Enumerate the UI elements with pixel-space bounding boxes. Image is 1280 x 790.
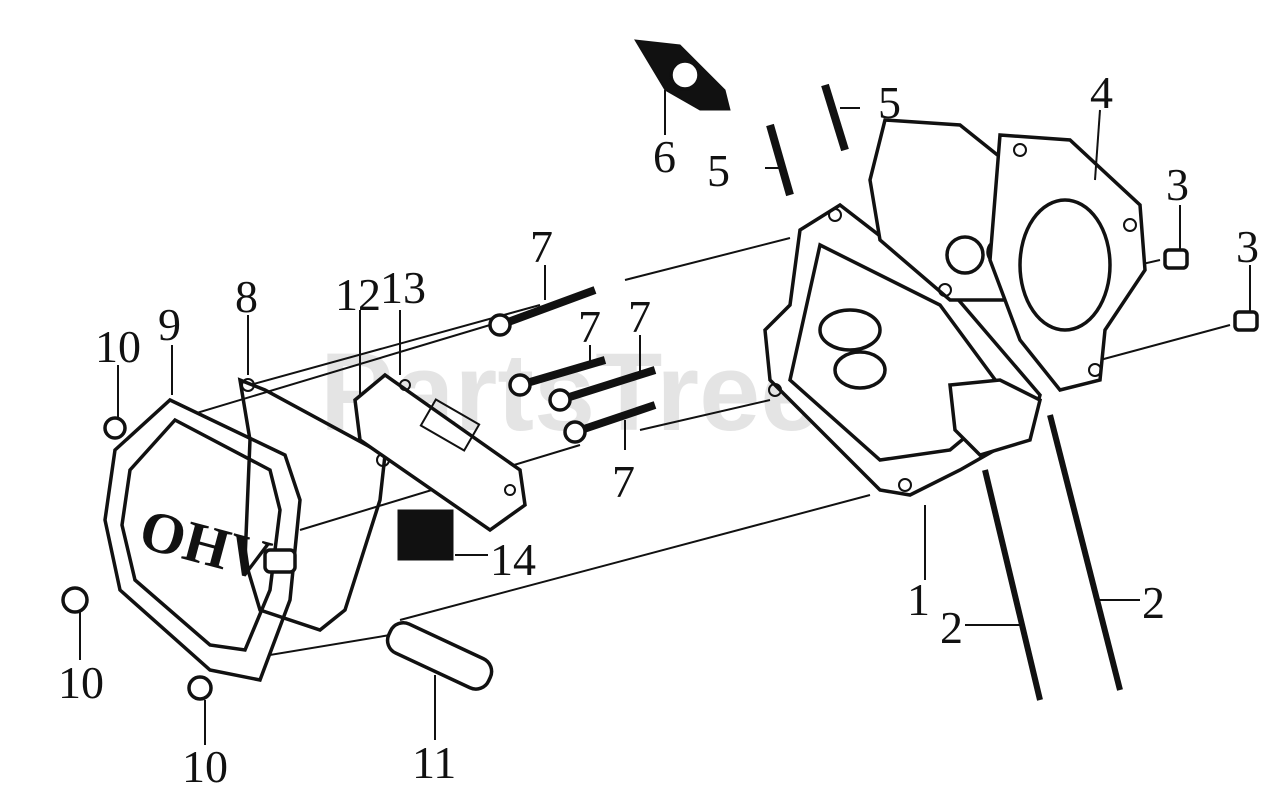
head-gasket xyxy=(988,133,1147,392)
dowel-pins xyxy=(1163,248,1259,332)
callout-7a: 7 xyxy=(530,221,553,272)
callout-7c: 7 xyxy=(628,291,651,342)
rocker-plate xyxy=(353,372,527,533)
callout-6: 6 xyxy=(653,131,676,182)
callout-10a: 10 xyxy=(95,321,141,372)
valve-cover: OHV xyxy=(103,397,302,683)
callout-9: 9 xyxy=(158,299,181,350)
callout-5b: 5 xyxy=(878,77,901,128)
callout-8: 8 xyxy=(235,271,258,322)
filter-element xyxy=(397,509,454,561)
callout-4: 4 xyxy=(1090,67,1113,118)
callout-2a: 2 xyxy=(940,602,963,653)
leader-lines xyxy=(79,90,1251,745)
callout-5a: 5 xyxy=(707,145,730,196)
callout-12: 12 xyxy=(335,269,381,320)
callout-13: 13 xyxy=(380,262,426,313)
callout-7b: 7 xyxy=(578,301,601,352)
callout-1: 1 xyxy=(907,574,930,625)
callout-10b: 10 xyxy=(58,657,104,708)
callout-3b: 3 xyxy=(1236,221,1259,272)
pin xyxy=(385,621,494,691)
callout-7d: 7 xyxy=(612,456,635,507)
push-rods xyxy=(982,414,1123,701)
studs xyxy=(766,83,849,197)
callout-labels: 1 2 2 3 3 4 5 5 6 7 7 7 7 8 9 10 10 10 1… xyxy=(58,67,1259,790)
callout-11: 11 xyxy=(412,737,456,788)
breather xyxy=(634,39,731,111)
cover-screws xyxy=(61,416,213,701)
callout-3a: 3 xyxy=(1166,159,1189,210)
callout-14: 14 xyxy=(490,534,536,585)
callout-10c: 10 xyxy=(182,741,228,790)
callout-2b: 2 xyxy=(1142,577,1165,628)
